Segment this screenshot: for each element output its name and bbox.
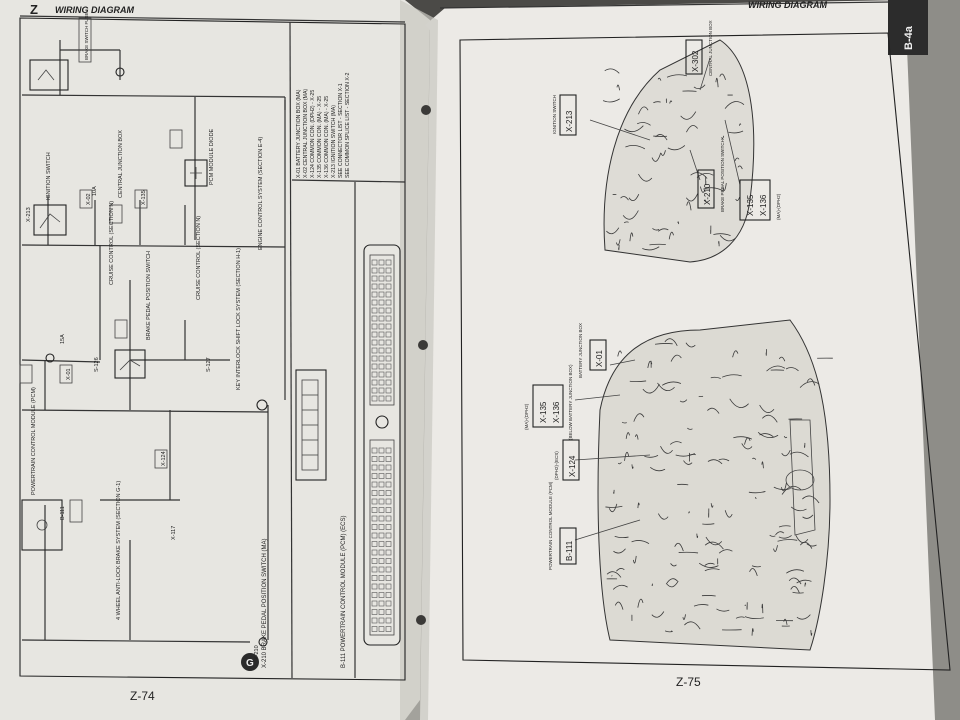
dashboard-illustration [589, 39, 755, 263]
component-list-item: X-213 IGNITION SWITCH (MA) [331, 105, 337, 178]
component-list: X-01 BATTERY JUNCTION BOX (MA) X-02 CENT… [296, 72, 351, 178]
svg-text:BRAKE PEDAL POSITION SWITCH: BRAKE PEDAL POSITION SWITCH [720, 139, 725, 212]
label-key-interlock: KEY INTERLOCK SHIFT LOCK SYSTEM (SECTION… [236, 248, 242, 390]
svg-text:(MA)-(DPH2): (MA)-(DPH2) [524, 403, 529, 430]
schematic-labels: IGNITION SWITCH CENTRAL JUNCTION BOX PCM… [26, 128, 264, 660]
left-page-border [19, 17, 406, 681]
label-engine-control: ENGINE CONTROL SYSTEM (SECTION E-4) [258, 137, 264, 250]
svg-text:BRAKE SWITCH FUSE: BRAKE SWITCH FUSE [84, 12, 89, 60]
label-conn-8: S-127 [206, 357, 212, 372]
legend-divider [289, 21, 293, 679]
footer-component-1: X-210 BRAKE PEDAL POSITION SWITCH (MA) [262, 539, 268, 668]
callout-x124: X-124 (DPH2)-(ECS) [554, 439, 580, 481]
label-ignition-switch: IGNITION SWITCH [46, 152, 52, 200]
svg-text:B-111 POWERTRAIN CONTROL MODUL: B-111 POWERTRAIN CONTROL MODULE (PCM) (E… [341, 516, 347, 668]
left-page-header: Z WIRING DIAGRAM [19, 2, 406, 23]
label-conn-9: S-126 [94, 357, 100, 372]
pcm-box [21, 499, 63, 551]
svg-text:(MA)-(DPH2): (MA)-(DPH2) [776, 193, 781, 220]
callout-x135-x136-top: X-135 X-136 (MA)-(DPH2) [739, 179, 781, 221]
svg-text:X-210: X-210 [703, 183, 712, 205]
svg-text:X-302: X-302 [691, 50, 700, 72]
binding-hole [416, 615, 426, 625]
label-conn-0: X-213 [26, 207, 32, 222]
svg-text:IGNITION SWITCH: IGNITION SWITCH [552, 95, 557, 134]
svg-text:X-136: X-136 [759, 194, 768, 216]
corner-note: BRAKE SWITCH FUSE [78, 12, 92, 63]
engine-bay-illustration [574, 319, 833, 651]
label-conn-5: X-124 [161, 451, 167, 466]
label-cruise-control-1: CRUISE CONTROL (SECTION N) [109, 201, 115, 285]
callout-b111: B-111 POWERTRAIN CONTROL MODULE (PCM) [548, 481, 577, 570]
left-page-number: Z-74 [130, 689, 155, 703]
component-list-item: SEE CONNECTOR LIST - SECTION X-1 [338, 83, 344, 178]
binding-hole [421, 105, 431, 115]
pcm-module-diode [184, 159, 208, 187]
label-fuse-10a: 10A [92, 186, 98, 196]
right-header-title: WIRING DIAGRAM [748, 0, 827, 10]
schematic-wiring [21, 40, 286, 643]
svg-text:POWERTRAIN CONTROL MODULE (PCM: POWERTRAIN CONTROL MODULE (PCM) [548, 481, 553, 570]
gutter-shadow [400, 0, 438, 720]
svg-text:X-210 BRAKE PEDAL POSITION SWI: X-210 BRAKE PEDAL POSITION SWITCH (MA) [262, 539, 268, 668]
label-conn-1: X-02 [86, 193, 92, 205]
component-list-item: X-135 COMMON CON. (MA) - X-25 [317, 96, 323, 178]
svg-text:B-111: B-111 [565, 540, 574, 561]
callout-x01: X-01 BATTERY JUNCTION BOX [578, 323, 607, 378]
svg-text:X-136: X-136 [552, 401, 561, 423]
label-brake-pedal-switch: BRAKE PEDAL POSITION SWITCH [146, 251, 152, 340]
component-list-item: X-124 COMMON CON. (DPH2) - X-25 [310, 90, 316, 178]
label-fuse-15a: 15A [60, 334, 66, 344]
relay-box [29, 59, 69, 91]
small-connector [295, 369, 327, 481]
svg-text:(BELOW BATTERY JUNCTION BOX): (BELOW BATTERY JUNCTION BOX) [568, 364, 573, 440]
svg-text:CENTRAL JUNCTION BOX: CENTRAL JUNCTION BOX [708, 20, 713, 76]
svg-text:BATTERY JUNCTION BOX: BATTERY JUNCTION BOX [578, 323, 583, 378]
label-conn-7: X-117 [171, 526, 177, 540]
svg-text:G: G [246, 658, 254, 669]
svg-text:X-135: X-135 [539, 401, 548, 423]
label-conn-2: X-135 [141, 190, 147, 205]
right-page-header: WIRING DIAGRAM [439, 0, 891, 10]
binding-hole [418, 340, 428, 350]
label-abs: 4 WHEEL ANTI-LOCK BRAKE SYSTEM (SECTION … [116, 481, 122, 620]
svg-text:X-01: X-01 [595, 350, 604, 367]
label-pcm: POWERTRAIN CONTROL MODULE (PCM) [31, 387, 37, 495]
section-tab [888, 0, 928, 55]
label-cruise-control-2: CRUISE CONTROL (SECTION N) [196, 216, 202, 300]
schematic-components: G [19, 59, 268, 671]
label-conn-3: X-01 [66, 368, 72, 380]
ignition-switch-box [33, 204, 67, 236]
label-pcm-module-diode: PCM MODULE DIODE [209, 128, 215, 185]
brake-switch-box [114, 349, 146, 379]
section-letter: Z [30, 2, 38, 17]
svg-text:X-213: X-213 [565, 110, 574, 132]
page-stack-edge [905, 0, 960, 720]
section-tab-label: B-4a [903, 25, 915, 50]
label-central-junction-box: CENTRAL JUNCTION BOX [118, 130, 124, 198]
label-conn-4: B-111 [60, 506, 66, 520]
label-conn-6: X-210 [254, 645, 260, 660]
svg-text:(DPH2)-(ECS): (DPH2)-(ECS) [554, 451, 559, 480]
pcm-connector-pinout [363, 244, 401, 646]
right-page-number: Z-75 [676, 675, 701, 689]
callout-x210: X-210 BRAKE PEDAL POSITION SWITCH [697, 139, 725, 212]
callout-x302: X-302 CENTRAL JUNCTION BOX [685, 20, 713, 76]
component-list-item: X-136 COMMON CON. (MA) - X-25 [324, 96, 330, 178]
callout-x135-x136-bottom: X-135 X-136 (MA)-(DPH2) (BELOW BATTERY J… [524, 364, 573, 440]
callout-x213: X-213 IGNITION SWITCH [552, 94, 577, 136]
svg-text:X-124: X-124 [568, 455, 577, 477]
svg-text:X-135: X-135 [746, 194, 755, 216]
component-list-item: SEE COMMON SPLICE LIST - SECTION X-2 [345, 72, 351, 178]
left-header-title: WIRING DIAGRAM [55, 5, 134, 15]
component-list-item: X-01 BATTERY JUNCTION BOX (MA) [296, 89, 302, 178]
footer-component-2: B-111 POWERTRAIN CONTROL MODULE (PCM) (E… [341, 516, 347, 668]
right-page-border [459, 32, 951, 671]
component-list-item: X-02 CENTRAL JUNCTION BOX (MA) [303, 89, 309, 178]
